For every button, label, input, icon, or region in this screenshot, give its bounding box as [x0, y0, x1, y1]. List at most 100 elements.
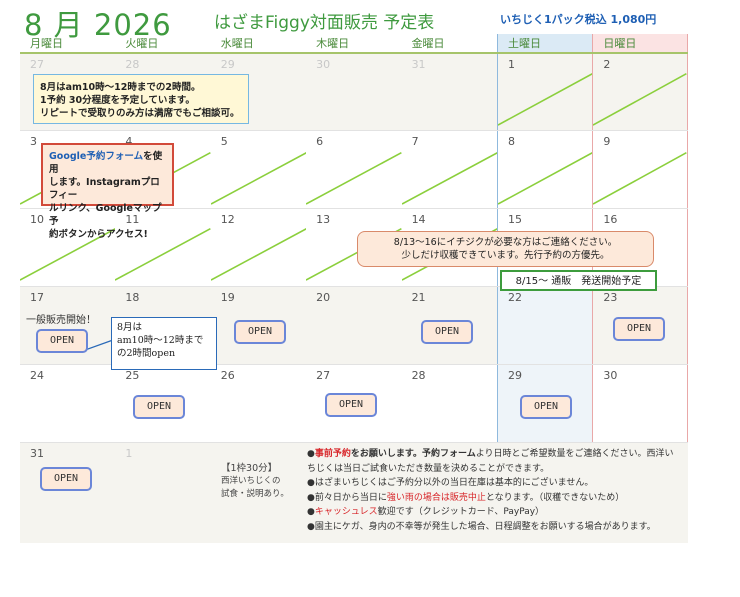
google-form-link[interactable]: Google予約フォーム [49, 151, 144, 162]
day-number: 18 [125, 291, 140, 304]
connector-line [85, 339, 114, 351]
note-item: ●前々日から当日に強い雨の場合は販売中止となります。（収穫できないため） [307, 491, 687, 506]
day-cell[interactable]: 18 [115, 287, 210, 364]
week-row: 24 25 26 27 28 29 30 [20, 365, 688, 443]
weekday-fri: 金曜日 [411, 37, 445, 50]
day-cell[interactable]: 21 [402, 287, 497, 364]
day-number: 23 [603, 291, 618, 304]
day-cell[interactable]: 2 [592, 54, 688, 130]
day-cell[interactable]: 23 [592, 287, 688, 364]
slot-info: 【1枠30分】 西洋いちじくの 試食・説明あり。 [221, 462, 291, 501]
day-cell[interactable]: 10 [20, 209, 116, 286]
month-title: 8 月 2026 [24, 8, 172, 42]
day-cell[interactable]: 26 [211, 365, 306, 442]
day-number: 30 [316, 58, 331, 71]
open-badge-31[interactable]: OPEN [40, 467, 92, 491]
day-number: 11 [125, 213, 140, 226]
day-cell[interactable]: 1 [115, 443, 210, 543]
note-item: ●園主にケガ、身内の不幸等が発生した場合、日程調整をお願いする場合があります。 [307, 521, 656, 532]
hours-info-box: 8月はam10時～12時までの2時間。 1予約 30分程度を予定しています。 リ… [33, 74, 249, 124]
day-cell[interactable]: 31 [402, 54, 497, 130]
day-cell[interactable]: 17 [20, 287, 115, 364]
slot-line: 試食・説明あり。 [221, 489, 289, 499]
day-number: 26 [220, 369, 235, 382]
day-cell[interactable]: 31 [20, 443, 115, 543]
day-number: 17 [30, 291, 44, 304]
bullet: ● [307, 507, 315, 517]
day-cell[interactable]: 8 [496, 131, 593, 208]
day-cell[interactable]: 5 [210, 131, 307, 208]
note-item: ●キャッシュレス歓迎です（クレジットカード、PayPay） [307, 505, 687, 520]
note-text: より日時とご希望数量をご連絡ください。西洋い [475, 449, 674, 459]
note-text: となります。（収穫できないため） [485, 492, 625, 503]
day-number: 31 [30, 447, 44, 460]
open-badge-17[interactable]: OPEN [36, 329, 88, 353]
day-cell[interactable]: 20 [306, 287, 401, 364]
day-number: 5 [220, 135, 228, 148]
day-number: 2 [603, 58, 611, 71]
day-cell[interactable]: 29 [211, 54, 306, 130]
day-cell[interactable]: 29 [496, 365, 593, 442]
day-cell[interactable]: 30 [592, 365, 688, 442]
weekday-mon: 月曜日 [30, 37, 63, 50]
day-number: 15 [507, 213, 522, 226]
aug-line: の2時間open [117, 348, 176, 359]
google-text: を使用 [49, 151, 163, 175]
day-cell[interactable]: 7 [401, 131, 497, 208]
note-bold: 予約フォーム [421, 449, 476, 459]
day-cell[interactable]: 24 [20, 365, 115, 442]
day-cell[interactable]: 6 [306, 131, 402, 208]
google-text: ルリンク、Googleマップ予 [49, 203, 162, 227]
open-badge-21[interactable]: OPEN [421, 320, 473, 344]
day-cell[interactable]: 11 [115, 209, 211, 286]
day-cell[interactable]: 22 [496, 287, 593, 364]
google-form-box: Google予約フォームを使用 します。Instagramプロフィー ルリンク、… [41, 143, 174, 240]
day-cell[interactable]: 28 [115, 54, 210, 130]
google-text: 約ボタンからアクセス! [49, 229, 148, 240]
day-number: 12 [220, 213, 235, 226]
day-cell[interactable]: 9 [592, 131, 688, 208]
day-number: 28 [125, 58, 140, 71]
day-cell[interactable]: 19 [211, 287, 306, 364]
price-label: いちじく1パック税込 1,080円 [500, 13, 657, 26]
note-text: 歓迎です（クレジットカード、PayPay） [377, 507, 545, 517]
day-cell[interactable]: 12 [210, 209, 307, 286]
day-number: 14 [411, 213, 426, 226]
open-badge-27[interactable]: OPEN [325, 393, 377, 417]
open-badge-23[interactable]: OPEN [613, 317, 665, 341]
day-number: 28 [411, 369, 426, 382]
open-badge-19[interactable]: OPEN [234, 320, 286, 344]
weekday-sat: 土曜日 [496, 34, 593, 52]
day-cell[interactable]: 25 [115, 365, 210, 442]
day-number: 13 [316, 213, 331, 226]
week-row: 31 1 [20, 443, 688, 543]
open-badge-29[interactable]: OPEN [520, 395, 572, 419]
weekday-tue: 火曜日 [125, 37, 159, 50]
day-cell[interactable]: 30 [306, 54, 401, 130]
day-number: 29 [507, 369, 522, 382]
fig-request-line: 8/13～16にイチジクが必要な方はご連絡ください。 [393, 237, 618, 248]
note-item: ちじくは当日ご試食いただき数量を決めることができます。 [307, 463, 550, 474]
note-highlight: キャッシュレス [314, 507, 378, 517]
open-badge-25[interactable]: OPEN [133, 395, 185, 419]
note-text: ●前々日から当日に [307, 492, 387, 503]
day-number: 21 [411, 291, 426, 304]
day-number: 24 [30, 369, 44, 382]
aug-line: 8月は [117, 322, 143, 333]
bullet: ● [307, 449, 315, 459]
day-cell[interactable]: 1 [496, 54, 593, 130]
weekday-header: 月曜日 火曜日 水曜日 木曜日 金曜日 土曜日 日曜日 [20, 34, 688, 54]
day-number: 7 [411, 135, 419, 148]
day-number: 29 [220, 58, 235, 71]
day-number: 25 [125, 369, 140, 382]
note-item: ●はざまいちじくはご予約分以外の当日在庫は基本的にございません。 [307, 478, 594, 488]
day-cell[interactable]: 27 [20, 54, 115, 130]
day-cell[interactable]: 27 [306, 365, 401, 442]
weekday-wed: 水曜日 [220, 37, 254, 50]
day-cell[interactable]: 28 [402, 365, 497, 442]
day-number: 1 [507, 58, 515, 71]
aug-line: am10時～12時まで [117, 335, 204, 346]
august-hours-box: 8月は am10時～12時まで の2時間open [111, 317, 217, 370]
day-number: 31 [411, 58, 426, 71]
info-line: リピートで受取りのみ方は満席でもご相談可。 [40, 108, 240, 119]
